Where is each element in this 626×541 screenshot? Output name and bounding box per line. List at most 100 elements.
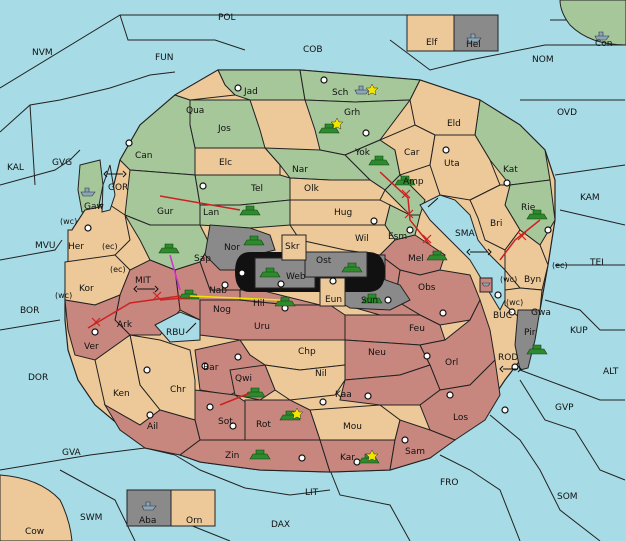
label-los: Los [453, 413, 468, 423]
sea-nvm: NVM [32, 48, 53, 58]
label-rie: Rie [521, 203, 536, 213]
province-hel[interactable] [453, 14, 499, 52]
green-territories [77, 69, 556, 271]
label-uru: Uru [254, 322, 270, 332]
green-army-zin[interactable] [249, 449, 271, 460]
province-qwi[interactable] [229, 364, 276, 401]
star-rot [290, 407, 304, 420]
fleet-con[interactable] [594, 31, 610, 41]
province-cow[interactable] [0, 474, 73, 541]
label-jad: Jad [243, 87, 258, 97]
province-nil[interactable] [264, 364, 346, 401]
province-eun-box [319, 277, 346, 307]
green-army-nor[interactable] [243, 235, 265, 246]
province-con[interactable] [559, 0, 626, 46]
green-army-lan[interactable] [239, 205, 261, 216]
province-hug[interactable] [289, 199, 391, 226]
green-army-hil[interactable] [274, 296, 296, 307]
label-sot: Sot [218, 417, 233, 427]
province-tel[interactable] [194, 174, 291, 206]
label-tel: Tel [250, 184, 263, 194]
label-qwi: Qwi [235, 374, 252, 384]
province-ost[interactable] [304, 251, 368, 278]
label-hug: Hug [334, 208, 352, 218]
province-los[interactable] [419, 358, 501, 441]
province-skr[interactable] [281, 234, 307, 261]
label-hil: Hil [253, 299, 265, 309]
province-pir[interactable] [514, 309, 541, 371]
province-qua[interactable] [173, 69, 237, 101]
sea-dax: DAX [271, 520, 290, 530]
label-esm: Esm [388, 232, 407, 242]
green-army-sap[interactable] [158, 243, 180, 254]
coast-her-wc: (wc) [60, 217, 77, 226]
green-army-rie[interactable] [526, 209, 548, 220]
sea-pol: POL [218, 13, 236, 23]
sea-rod: ROD [498, 353, 518, 363]
province-orn[interactable] [170, 489, 216, 527]
coast-kor-wc: (wc) [55, 291, 72, 300]
star-sch [365, 83, 379, 96]
label-nor: Nor [224, 243, 240, 253]
label-wil: Wil [355, 234, 369, 244]
sea-rbu: RBU [166, 328, 185, 338]
green-army-web[interactable] [259, 267, 281, 278]
sea-gvp: GVP [555, 403, 574, 413]
fleet-gaw[interactable] [80, 187, 96, 197]
province-kar[interactable] [319, 439, 396, 473]
label-mel: Mel [408, 254, 424, 264]
sea-gor-strait [101, 164, 116, 213]
province-ver[interactable] [64, 294, 131, 361]
label-nog: Nog [213, 305, 231, 315]
green-army-ost[interactable] [341, 262, 363, 273]
label-kat: Kat [503, 165, 518, 175]
green-army-pir[interactable] [526, 344, 548, 355]
fleet-aba[interactable] [141, 501, 157, 511]
coast-byn-wc: (wc) [500, 275, 517, 284]
sea-labels: POL NVM FUN COB NOM OVD KAL GVG GOR KAM … [7, 13, 619, 537]
label-kor: Kor [79, 284, 94, 294]
sea-tei: TEI [589, 258, 604, 268]
green-army-sun[interactable] [361, 293, 383, 304]
sea-gvg: GVG [52, 158, 72, 168]
sea-alt: ALT [603, 367, 619, 377]
sea-sma: SMA [455, 229, 475, 239]
label-sun: Sun [361, 296, 378, 306]
label-olk: Olk [304, 184, 320, 194]
label-car: Car [404, 148, 420, 158]
sea-kal: KAL [7, 163, 24, 173]
label-pir: Pir [524, 328, 536, 338]
province-elc[interactable] [194, 147, 281, 176]
coast-gwa-wc: (wc) [506, 298, 523, 307]
sea-dor: DOR [28, 373, 48, 383]
label-elf: Elf [426, 38, 438, 48]
label-byn: Byn [524, 275, 541, 285]
coast-kor-ec: (ec) [110, 265, 126, 274]
sea-lit: LIT [305, 488, 319, 498]
orders [87, 170, 541, 406]
fleet-hel[interactable] [466, 33, 482, 43]
province-elf[interactable] [406, 14, 455, 52]
label-bri: Bri [490, 219, 502, 229]
green-army-amp[interactable] [394, 175, 416, 186]
label-aba: Aba [139, 516, 156, 526]
label-rot: Rot [256, 420, 271, 430]
fleet-sch[interactable] [354, 85, 370, 95]
sea-kam: KAM [580, 193, 600, 203]
sea-fro: FRO [440, 478, 459, 488]
label-eun: Eun [325, 295, 342, 305]
province-sam[interactable] [389, 419, 457, 471]
fleet-islet[interactable] [481, 282, 491, 287]
green-army-mel[interactable] [426, 250, 448, 261]
label-sch: Sch [332, 88, 348, 98]
green-army-yok[interactable] [368, 155, 390, 166]
label-skr: Skr [285, 242, 300, 252]
coast-her-ec: (ec) [102, 242, 118, 251]
sea-rbu[interactable] [154, 311, 201, 343]
label-lan: Lan [203, 208, 219, 218]
label-obs: Obs [418, 283, 436, 293]
label-gur: Gur [157, 207, 174, 217]
label-qua: Qua [186, 106, 204, 116]
label-jos: Jos [217, 124, 231, 134]
